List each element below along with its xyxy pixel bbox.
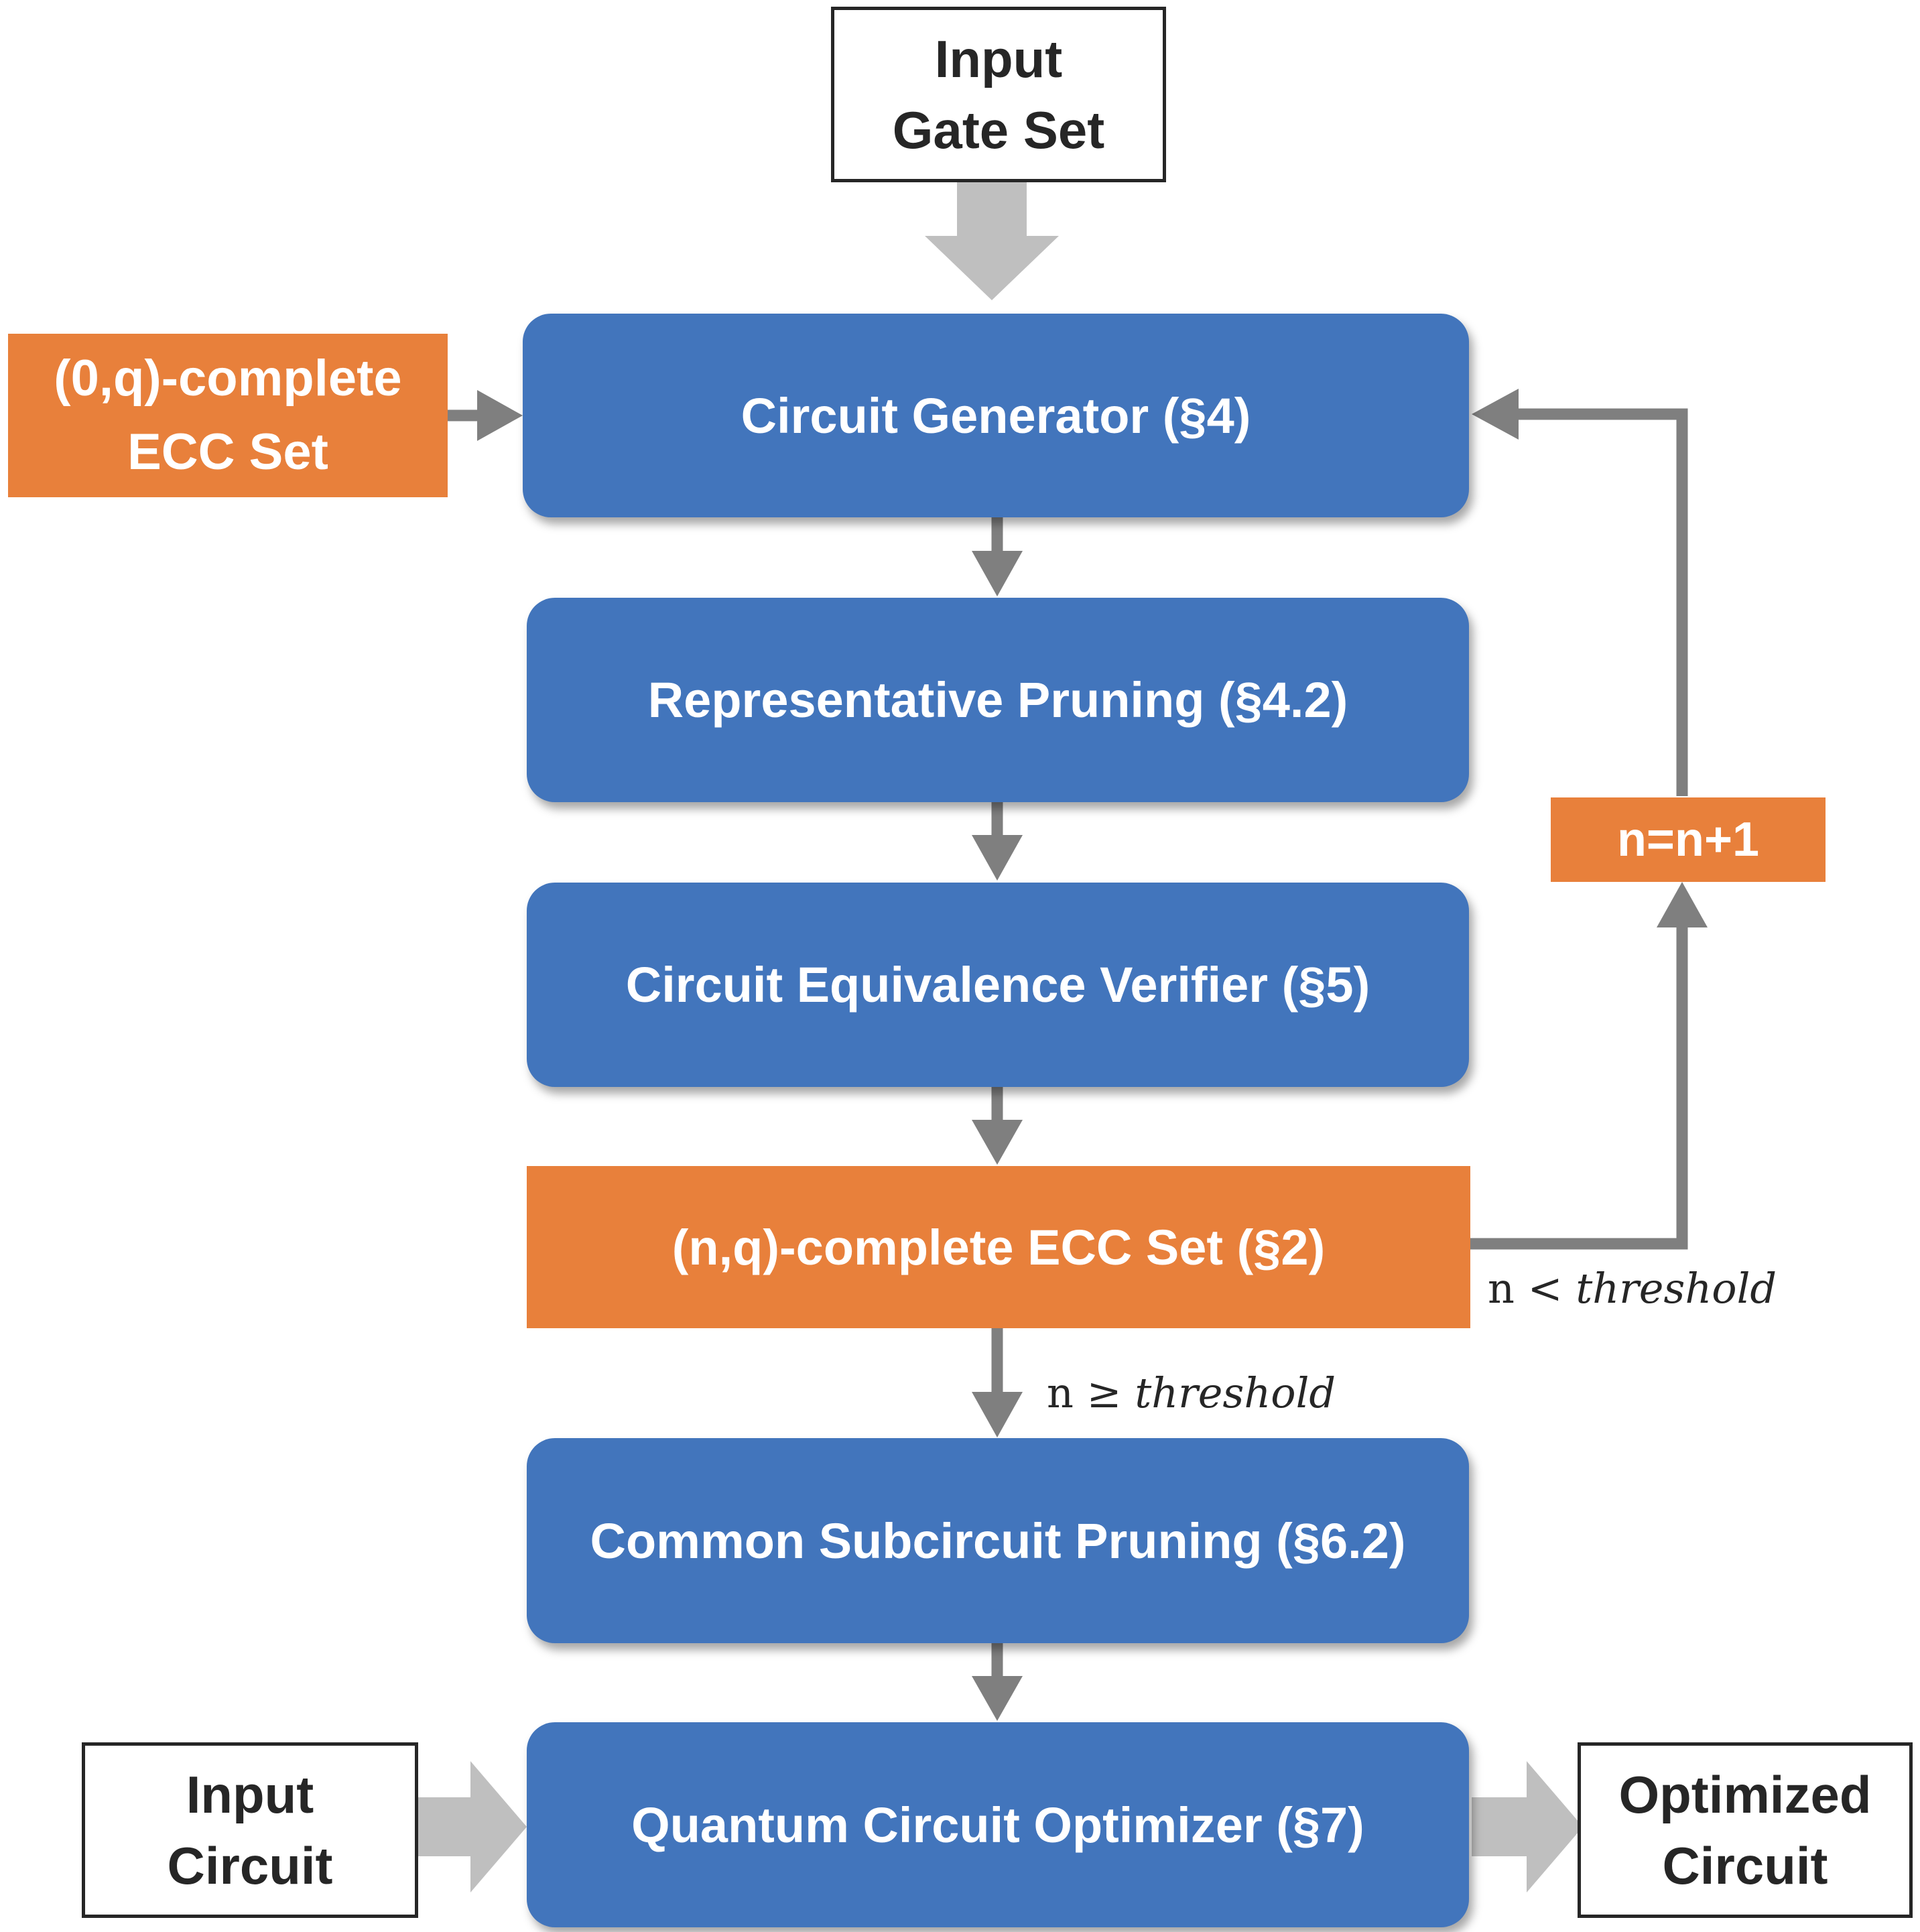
equivalence-verifier-label: Circuit Equivalence Verifier (§5) [625, 957, 1370, 1013]
representative-pruning-label: Representative Pruning (§4.2) [647, 672, 1348, 728]
exit-condition-var: n [1047, 1368, 1074, 1417]
quantum-circuit-optimizer-box: Quantum Circuit Optimizer (§7) [527, 1722, 1469, 1927]
arrow-generator-to-rep-pruning [972, 517, 1023, 596]
quantum-circuit-optimizer-label: Quantum Circuit Optimizer (§7) [631, 1797, 1364, 1853]
optimized-circuit-line-1: Optimized [1618, 1764, 1872, 1824]
exit-condition-term: threshold [1135, 1368, 1336, 1417]
loop-condition-var: n [1488, 1264, 1515, 1313]
common-subcircuit-pruning-box: Common Subcircuit Pruning (§6.2) [527, 1438, 1469, 1643]
increment-n-label: n=n+1 [1616, 813, 1760, 866]
input-circuit-box: Input Circuit [82, 1742, 418, 1918]
arrow-optimizer-to-optimized-circuit [1472, 1761, 1583, 1892]
loop-condition-label: n < threshold [1488, 1264, 1777, 1313]
nq-ecc-set-box: (n,q)-complete ECC Set (§2) [527, 1166, 1470, 1328]
circuit-generator-label: Circuit Generator (§4) [741, 387, 1251, 444]
equivalence-verifier-box: Circuit Equivalence Verifier (§5) [527, 883, 1469, 1087]
arrow-nq-ecc-to-common-pruning [972, 1328, 1023, 1437]
nq-ecc-set-label: (n,q)-complete ECC Set (§2) [671, 1219, 1326, 1275]
input-circuit-line-2: Circuit [167, 1836, 333, 1895]
arrow-rep-pruning-to-verifier [972, 802, 1023, 881]
loop-condition-op: < [1527, 1264, 1563, 1313]
arrow-initial-ecc-to-generator [448, 390, 523, 441]
optimized-circuit-box: Optimized Circuit [1578, 1742, 1913, 1918]
initial-ecc-line-2: ECC Set [127, 424, 328, 480]
exit-condition-label: n ≥ threshold [1047, 1368, 1336, 1417]
optimized-circuit-line-2: Circuit [1662, 1836, 1828, 1895]
input-gate-set-line-2: Gate Set [892, 101, 1105, 159]
circuit-generator-box: Circuit Generator (§4) [523, 314, 1469, 517]
input-gate-set-box: Input Gate Set [831, 7, 1166, 182]
arrow-gate-set-to-generator [925, 182, 1059, 300]
representative-pruning-box: Representative Pruning (§4.2) [527, 598, 1469, 802]
input-gate-set-line-1: Input [934, 29, 1063, 88]
initial-ecc-line-1: (0,q)-complete [54, 349, 402, 407]
increment-n-box: n=n+1 [1551, 797, 1826, 882]
common-subcircuit-pruning-label: Common Subcircuit Pruning (§6.2) [590, 1512, 1406, 1569]
initial-ecc-set-box: (0,q)-complete ECC Set [8, 334, 448, 497]
arrow-increment-to-generator [1472, 389, 1688, 796]
arrow-input-circuit-to-optimizer [418, 1761, 527, 1892]
arrow-nq-ecc-to-increment [1468, 882, 1708, 1250]
arrow-common-pruning-to-optimizer [972, 1643, 1023, 1721]
arrow-verifier-to-nq-ecc [972, 1087, 1023, 1165]
loop-condition-term: threshold [1576, 1264, 1777, 1313]
exit-condition-op: ≥ [1086, 1368, 1122, 1417]
input-circuit-line-1: Input [186, 1764, 314, 1824]
